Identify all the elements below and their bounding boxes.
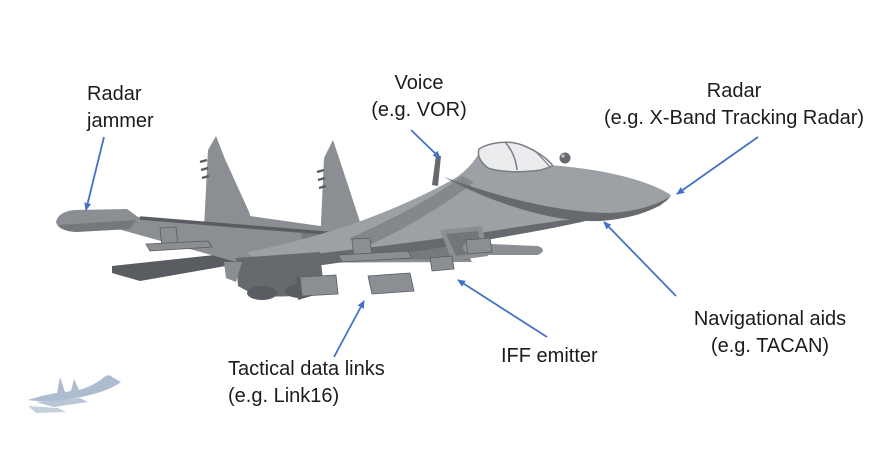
belly bbox=[236, 213, 618, 270]
near-vertical-tail bbox=[320, 140, 363, 245]
label-line: (e.g. Link16) bbox=[228, 385, 340, 407]
label-voice: Voice (e.g. VOR) bbox=[344, 70, 494, 124]
belly-pylon-c bbox=[429, 255, 455, 272]
fuselage bbox=[248, 147, 671, 261]
stabilator bbox=[112, 253, 243, 281]
label-line: Tactical data links bbox=[228, 358, 385, 380]
label-iff-emitter: IFF emitter bbox=[501, 343, 598, 370]
label-line: Radar bbox=[87, 83, 142, 105]
label-tactical-data-links: Tactical data links (e.g. Link16) bbox=[228, 356, 385, 410]
label-radar-jammer: Radar jammer bbox=[87, 81, 154, 135]
label-line: (e.g. X-Band Tracking Radar) bbox=[603, 107, 865, 129]
leader-arrow-radar-jammer bbox=[84, 136, 105, 211]
label-line: jammer bbox=[87, 110, 154, 132]
mini-aircraft-silhouette bbox=[28, 375, 121, 413]
label-line: Radar bbox=[706, 80, 762, 102]
leader-arrow-tactical bbox=[333, 300, 365, 358]
leader-arrows bbox=[84, 129, 759, 358]
leader-arrow-radar bbox=[676, 136, 759, 195]
spine-blade-antenna bbox=[432, 155, 441, 186]
underwing-missile-inboard bbox=[337, 250, 413, 263]
mini-aircraft-stabilator bbox=[28, 406, 66, 413]
leader-arrow-nav bbox=[603, 221, 677, 297]
wingtip-pod-shade bbox=[58, 220, 136, 232]
label-line: (e.g. VOR) bbox=[371, 99, 467, 121]
leader-arrow-voice bbox=[410, 129, 441, 159]
mini-aircraft-body bbox=[28, 375, 121, 402]
far-vertical-tail bbox=[204, 136, 250, 228]
rear-flap bbox=[224, 262, 242, 282]
label-line: IFF emitter bbox=[501, 345, 598, 367]
leader-arrow-iff bbox=[457, 279, 548, 338]
label-line: Voice bbox=[394, 72, 444, 94]
canopy-frame bbox=[504, 141, 518, 171]
label-line: Navigational aids bbox=[693, 308, 847, 330]
engine-nozzle-left bbox=[247, 286, 277, 300]
label-radar: Radar (e.g. X-Band Tracking Radar) bbox=[584, 78, 884, 132]
label-navigational-aids: Navigational aids (e.g. TACAN) bbox=[668, 306, 872, 360]
nose-underside bbox=[444, 177, 671, 222]
canopy bbox=[477, 141, 555, 173]
fighter-jet bbox=[56, 136, 671, 300]
irst-highlight bbox=[561, 154, 565, 158]
near-tail-antenna-studs bbox=[316, 168, 327, 190]
far-tail-antenna-studs bbox=[199, 158, 210, 180]
label-line: (e.g. TACAN) bbox=[710, 335, 830, 357]
windscreen-frame bbox=[533, 149, 551, 168]
belly-pylon-a bbox=[299, 274, 339, 297]
underwing-missile-outboard bbox=[145, 240, 213, 252]
belly-pylon-d bbox=[465, 237, 493, 255]
irst-ball bbox=[559, 152, 571, 164]
belly-pylon bbox=[367, 272, 415, 295]
mini-aircraft-wing bbox=[36, 398, 88, 407]
spine-shade bbox=[350, 176, 474, 246]
